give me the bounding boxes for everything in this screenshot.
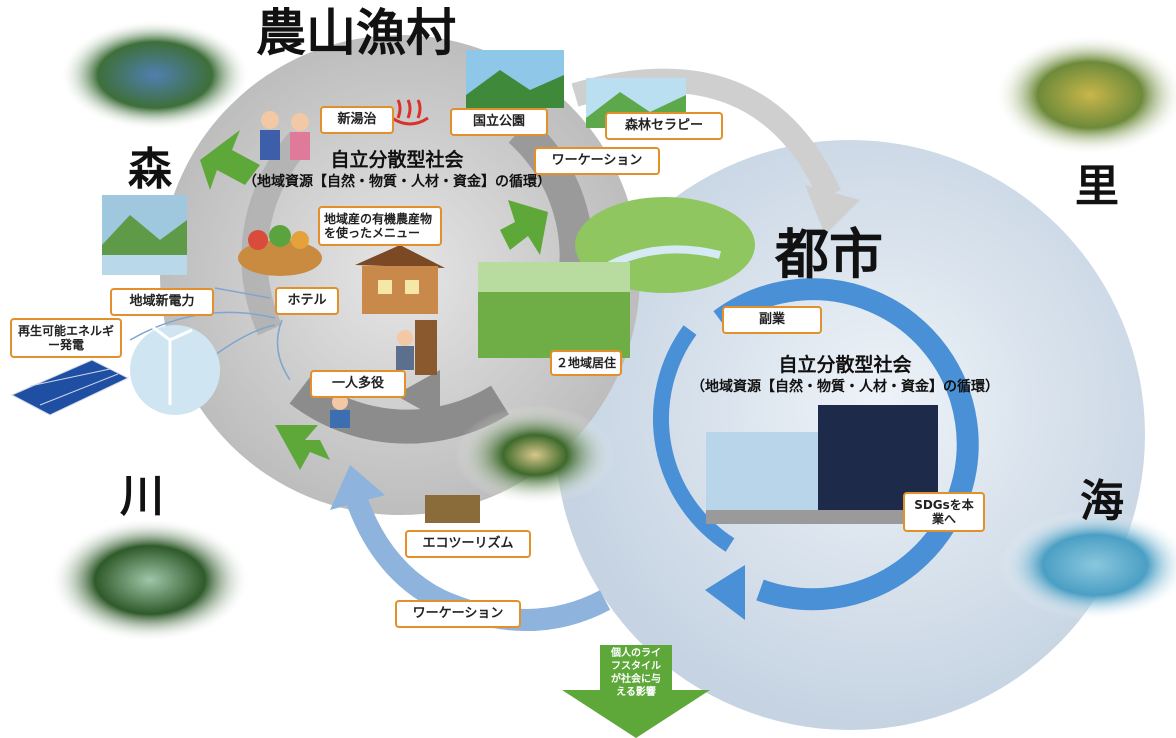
forest-title: 森: [128, 144, 172, 195]
urban-street: [706, 510, 938, 524]
sea-title: 海: [1080, 476, 1124, 527]
vegetable-basket: [238, 225, 322, 276]
label-multi-role: 一人多役: [310, 370, 406, 398]
wind-turbines: [130, 323, 220, 415]
hotel-house: [355, 245, 445, 314]
label-hotel: ホテル: [275, 287, 339, 315]
village-photo: [995, 35, 1176, 155]
label-workation-top: ワーケーション: [534, 147, 660, 175]
label-shintoji: 新湯治: [320, 106, 394, 134]
power-line-1: [214, 287, 271, 299]
label-organic-menu: 地域産の有機農産物を使ったメニュー: [318, 206, 442, 246]
label-forest-therapy: 森林セラピー: [605, 112, 723, 140]
green-arrow-forest: [200, 130, 260, 190]
rice-field-water: [102, 255, 187, 275]
rural-to-urban-arrowhead: [805, 185, 860, 235]
label-renewable: 再生可能エネルギー発電: [10, 318, 122, 358]
park-hills: [466, 70, 564, 108]
urban-cycle-title: 自立分散型社会: [778, 354, 912, 376]
family-illustration: [260, 111, 310, 160]
impact-arrow: [562, 645, 710, 738]
river-photo: [50, 518, 250, 642]
label-two-region: ２地域居住: [550, 350, 622, 376]
label-sdgs: SDGsを本業へ: [903, 492, 985, 532]
rural-cycle-arrow-bottom: [289, 376, 510, 444]
solar-panels: [10, 359, 130, 416]
ecotourism-photo: [425, 495, 480, 523]
impact-label: 個人のライフスタイルが社会に与える影響: [611, 648, 661, 698]
label-workation-bottom: ワーケーション: [395, 600, 521, 628]
lumberjack-illustration: [396, 320, 437, 375]
rural-cycle-heading: 自立分散型社会 （地域資源【自然・物質・人材・資金】の循環）: [232, 148, 562, 192]
green-arrow-urban: [500, 200, 548, 255]
rural-cycle-title: 自立分散型社会: [330, 149, 464, 171]
urban-cycle-arrowhead: [705, 565, 745, 620]
rural-cycle-arrowhead: [395, 370, 440, 420]
urban-cycle-heading: 自立分散型社会 （地域資源【自然・物質・人材・資金】の循環）: [665, 353, 1025, 397]
power-line-3: [214, 324, 276, 356]
rural-cycle-subtitle: （地域資源【自然・物質・人材・資金】の循環）: [243, 174, 551, 190]
rural-title: 農山漁村: [256, 4, 456, 62]
sea-photo: [1000, 510, 1176, 620]
child-illustration: [330, 394, 350, 428]
urban-cycle-arrow-left: [652, 325, 735, 552]
urban-cycle-subtitle: （地域資源【自然・物質・人材・資金】の循環）: [691, 379, 999, 395]
urban-cycle-arrow: [713, 278, 979, 611]
urban-title: 都市: [775, 223, 883, 286]
road-photo: [455, 405, 615, 505]
hot-spring-icon: [391, 99, 429, 126]
forest-photo: [60, 20, 250, 130]
label-side-job: 副業: [722, 306, 822, 334]
family-forest-sky: [478, 262, 630, 292]
label-national-park: 国立公園: [450, 108, 548, 136]
green-arrow-river: [275, 425, 330, 470]
river-title: 川: [120, 471, 164, 522]
multi-role-line: [276, 319, 291, 381]
label-local-power: 地域新電力: [110, 288, 214, 316]
urban-to-rural-arrowhead: [330, 465, 385, 510]
label-ecotourism: エコツーリズム: [405, 530, 531, 558]
river-stream: [608, 245, 721, 269]
village-title: 里: [1075, 161, 1119, 212]
